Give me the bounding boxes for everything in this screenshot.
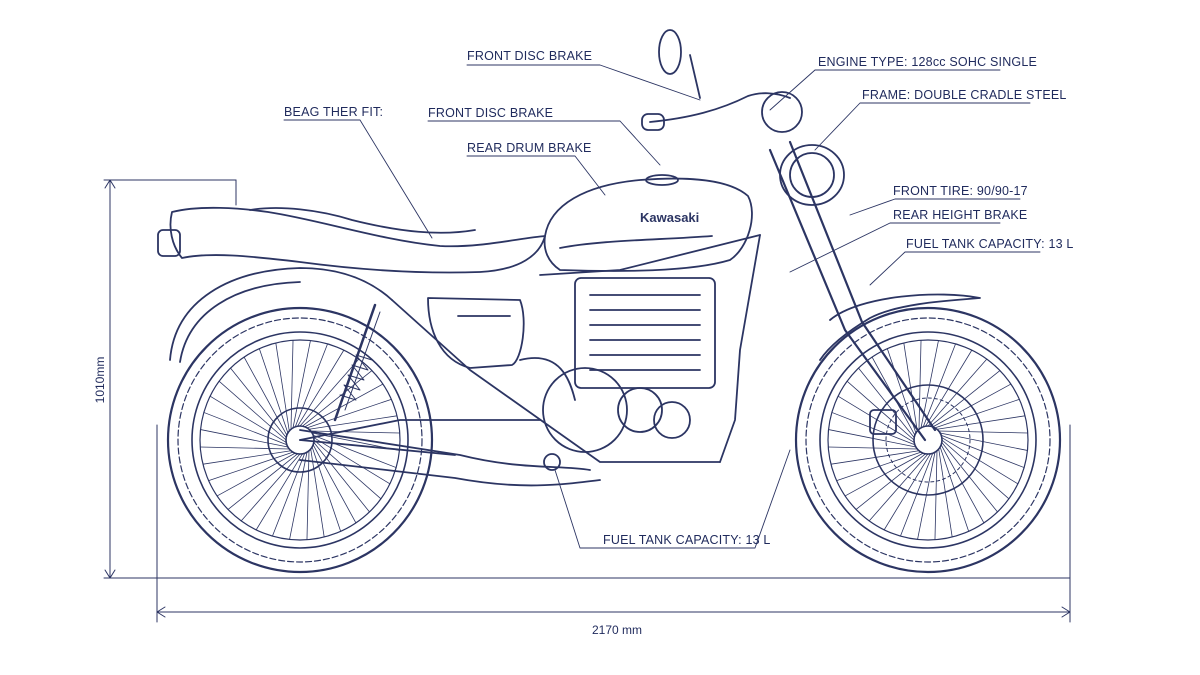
wheel-spoke bbox=[313, 442, 370, 513]
wheel-spoke bbox=[939, 432, 1028, 451]
wheel-spoke bbox=[837, 395, 915, 443]
wheel-spoke bbox=[828, 429, 917, 448]
label-rear-height-brake: REAR HEIGHT BRAKE bbox=[893, 208, 1027, 222]
wheel-spoke bbox=[836, 451, 922, 482]
wheel-spoke bbox=[200, 429, 289, 448]
label-fuel-tank-bottom: FUEL TANK CAPACITY: 13 L bbox=[603, 533, 771, 547]
wheel-spoke bbox=[216, 452, 296, 497]
wheel-spoke bbox=[218, 380, 287, 441]
height-dimension-label: 1010mm bbox=[93, 357, 107, 404]
wheel-spoke bbox=[844, 452, 924, 497]
wheel-spoke bbox=[208, 451, 294, 482]
wheel-spoke bbox=[294, 343, 328, 428]
wheel-spoke bbox=[255, 453, 303, 531]
wheel-spoke bbox=[310, 430, 401, 434]
rear-wheel bbox=[166, 306, 434, 574]
wheel-spoke bbox=[938, 448, 953, 538]
wheel-spoke bbox=[304, 383, 384, 428]
wheel-spoke bbox=[900, 452, 934, 537]
wheel-spoke bbox=[934, 450, 938, 541]
wheel-spoke bbox=[883, 453, 931, 531]
wheel-spoke bbox=[925, 349, 973, 427]
wheel-spoke bbox=[940, 444, 985, 524]
wheel-spoke bbox=[230, 367, 287, 438]
wheel-spoke bbox=[227, 453, 298, 510]
wheel-spoke bbox=[240, 453, 301, 522]
wheel-spoke bbox=[199, 446, 290, 450]
wheel-spoke bbox=[941, 442, 998, 513]
wheel-spoke bbox=[312, 444, 357, 524]
label-fuel-tank-right: FUEL TANK CAPACITY: 13 L bbox=[906, 237, 1074, 251]
wheel-spoke bbox=[918, 339, 922, 430]
wheel-spoke bbox=[903, 342, 918, 432]
wheel-spoke bbox=[299, 358, 360, 427]
label-front-disc-brake-top: FRONT DISC BRAKE bbox=[467, 49, 592, 63]
leader-lines bbox=[283, 64, 1041, 549]
wheel-spoke bbox=[886, 348, 917, 434]
wheel-spoke bbox=[313, 437, 391, 485]
height-dimension bbox=[103, 179, 1071, 579]
front-wheel bbox=[794, 306, 1062, 574]
wheel-spoke bbox=[202, 450, 292, 465]
wheel-spoke bbox=[927, 358, 988, 427]
wheel-spoke bbox=[827, 446, 918, 450]
frame-and-body bbox=[157, 29, 981, 487]
length-dimension bbox=[156, 424, 1071, 623]
wheel-spoke bbox=[830, 450, 920, 465]
wheel-spoke bbox=[868, 453, 929, 522]
wheel-spoke bbox=[310, 448, 325, 538]
wheel-spoke bbox=[243, 356, 288, 436]
wheel-spoke bbox=[302, 370, 373, 427]
wheel-spoke bbox=[932, 383, 1012, 428]
label-engine-type: ENGINE TYPE: 128cc SOHC SINGLE bbox=[818, 55, 1037, 69]
wheel-spoke bbox=[297, 349, 345, 427]
wheel-spoke bbox=[272, 452, 306, 537]
wheel-spoke bbox=[258, 348, 289, 434]
label-rear-tire: BEAG THER FIT: bbox=[284, 105, 383, 119]
wheel-spoke bbox=[308, 415, 398, 430]
wheel-spoke bbox=[917, 451, 936, 540]
wheel-spoke bbox=[941, 437, 1019, 485]
wheel-spoke bbox=[936, 415, 1026, 430]
wheel-spoke bbox=[938, 430, 1029, 434]
wheel-spoke bbox=[930, 370, 1001, 427]
wheel-spoke bbox=[306, 450, 310, 541]
wheel-spoke bbox=[203, 412, 288, 446]
wheel-spoke bbox=[292, 340, 311, 429]
label-front-disc-brake-mid: FRONT DISC BRAKE bbox=[428, 106, 553, 120]
wheel-spoke bbox=[855, 453, 926, 510]
wheel-spoke bbox=[209, 395, 287, 443]
wheel-spoke bbox=[312, 434, 397, 468]
wheel-spoke bbox=[858, 367, 915, 438]
wheel-spoke bbox=[831, 412, 916, 446]
wheel-spoke bbox=[289, 451, 308, 540]
label-rear-drum-brake: REAR DRUM BRAKE bbox=[467, 141, 592, 155]
wheel-spoke bbox=[306, 398, 392, 429]
wheel-spoke bbox=[941, 439, 1010, 500]
length-dimension-label: 2170 mm bbox=[592, 623, 642, 637]
label-front-tire: FRONT TIRE: 90/90-17 bbox=[893, 184, 1028, 198]
wheel-spoke bbox=[940, 434, 1025, 468]
wheel-spoke bbox=[939, 446, 970, 532]
wheel-spoke bbox=[290, 339, 294, 430]
wheel-spoke bbox=[922, 343, 956, 428]
wheel-spoke bbox=[275, 342, 290, 432]
wheel-spoke bbox=[313, 439, 382, 500]
brand-logo: Kawasaki bbox=[640, 210, 699, 225]
label-frame: FRAME: DOUBLE CRADLE STEEL bbox=[862, 88, 1067, 102]
wheel-spoke bbox=[934, 398, 1020, 429]
